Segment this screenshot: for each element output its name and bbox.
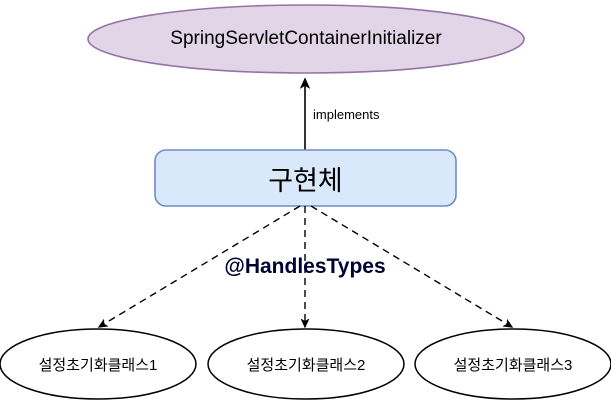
implementation-box[interactable] [154,149,457,207]
leaf-ellipse-2[interactable] [207,328,405,400]
leaf-ellipse-3[interactable] [414,328,611,400]
handles-types-edge-1[interactable] [99,205,301,327]
leaf-ellipse-1[interactable] [0,328,197,400]
interface-ellipse[interactable] [87,4,525,74]
handles-types-edge-3[interactable] [310,205,512,327]
